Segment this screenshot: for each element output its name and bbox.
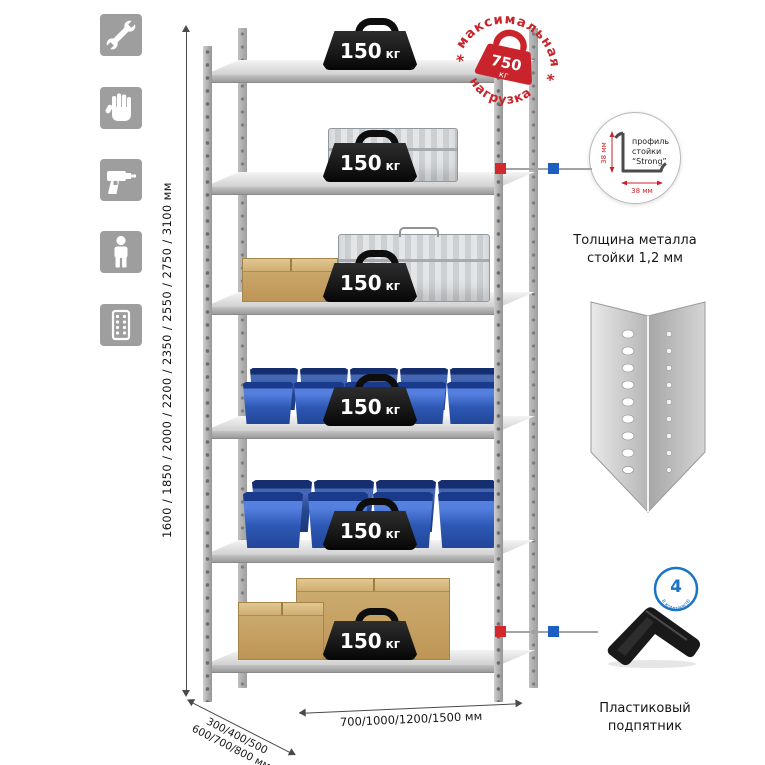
foot-caption-line1: Пластиковый bbox=[599, 701, 691, 716]
load-value: 150 bbox=[339, 270, 382, 295]
shelf-front-edge bbox=[204, 665, 501, 673]
rack-post-back-left bbox=[238, 28, 247, 688]
post-profile-graphic: 38 мм 38 мм профиль стойки “Strong” bbox=[600, 131, 669, 195]
load-unit: кг bbox=[385, 158, 401, 173]
stamp-load-unit: кг bbox=[498, 69, 509, 81]
depth-dimension-label: 300/400/500 600/700/800 мм bbox=[174, 704, 293, 765]
storage-bin bbox=[438, 492, 498, 548]
person-icon bbox=[100, 231, 142, 273]
perforated-angle-post-image bbox=[583, 300, 713, 519]
callout-marker-blue bbox=[548, 626, 559, 637]
load-value: 150 bbox=[339, 394, 382, 419]
callout-marker-red bbox=[495, 163, 506, 174]
stamp-weight-handle bbox=[493, 29, 527, 52]
stamp-load-value: 750 bbox=[489, 52, 523, 75]
glove-icon-graphic bbox=[105, 93, 131, 121]
load-value: 150 bbox=[339, 150, 382, 175]
rack-post-front-right bbox=[494, 46, 503, 702]
rack-post-front-left bbox=[203, 46, 212, 702]
load-value: 150 bbox=[339, 628, 382, 653]
storage-bin bbox=[243, 382, 293, 424]
profile-dim-horizontal: 38 мм bbox=[631, 187, 653, 195]
max-load-stamp-graphic: максимальная нагрузка * * 750 кг bbox=[453, 2, 571, 114]
shelf-front-edge bbox=[204, 75, 501, 83]
person-icon-graphic bbox=[114, 235, 128, 268]
callout-marker-red bbox=[495, 626, 506, 637]
load-unit: кг bbox=[385, 636, 401, 651]
height-dimension-label: 1600 / 1850 / 2000 / 2200 / 2350 / 2550 … bbox=[160, 182, 174, 538]
stamp-star-right: * bbox=[544, 70, 556, 90]
load-unit: кг bbox=[385, 46, 401, 61]
angle-post-graphic bbox=[590, 301, 706, 514]
max-load-stamp: максимальная нагрузка * * 750 кг bbox=[436, 0, 576, 134]
post-profile-detail: 38 мм 38 мм профиль стойки “Strong” bbox=[589, 112, 681, 204]
glove-icon bbox=[100, 87, 142, 129]
width-dimension: 700/1000/1200/1500 мм bbox=[299, 703, 523, 731]
callout-marker-blue bbox=[548, 163, 559, 174]
foot-caption-line2: подпятник bbox=[607, 718, 683, 734]
profile-caption-line1: Толщина металла bbox=[573, 233, 697, 248]
plastic-foot-image bbox=[597, 584, 712, 673]
load-unit: кг bbox=[385, 278, 401, 293]
profile-caption-line2: стойки 1,2 мм bbox=[587, 250, 683, 266]
profile-dim-vertical: 38 мм bbox=[600, 142, 608, 164]
shelf-front-edge bbox=[204, 431, 501, 439]
drill-icon-graphic bbox=[107, 171, 136, 194]
perforated-post-icon-graphic bbox=[111, 309, 131, 341]
count-badge-graphic: 4 в комплекте bbox=[653, 566, 699, 612]
plastic-foot-graphic bbox=[607, 607, 701, 668]
count-badge-value: 4 bbox=[670, 577, 682, 597]
perforated-post-icon bbox=[100, 304, 142, 346]
foot-caption: Пластиковый подпятник bbox=[565, 700, 725, 735]
profile-caption: Толщина металла стойки 1,2 мм bbox=[565, 232, 705, 267]
load-value: 150 bbox=[339, 518, 382, 543]
stamp-star-left: * bbox=[454, 50, 466, 70]
height-dimension-line bbox=[182, 25, 191, 697]
depth-dimension: 300/400/500 600/700/800 мм bbox=[174, 700, 295, 765]
cardboard-box bbox=[238, 602, 324, 660]
shelf-front-edge bbox=[204, 307, 501, 315]
rack-post-back-right bbox=[529, 28, 538, 688]
wrench-icon-graphic bbox=[105, 19, 137, 51]
count-badge: 4 в комплекте bbox=[653, 566, 699, 616]
callout-line-profile bbox=[500, 168, 592, 170]
profile-label-2: стойки bbox=[632, 147, 661, 156]
load-unit: кг bbox=[385, 526, 401, 541]
load-value: 150 bbox=[339, 38, 382, 63]
load-unit: кг bbox=[385, 402, 401, 417]
profile-label-1: профиль bbox=[632, 137, 669, 146]
storage-bin bbox=[447, 382, 497, 424]
wrench-icon bbox=[100, 14, 142, 56]
storage-bin bbox=[243, 492, 303, 548]
shelf-front-edge bbox=[204, 187, 501, 195]
profile-label-3: “Strong” bbox=[632, 157, 667, 166]
drill-icon bbox=[100, 159, 142, 201]
shelf-front-edge bbox=[204, 555, 501, 563]
stamp-weight-body bbox=[474, 43, 532, 85]
